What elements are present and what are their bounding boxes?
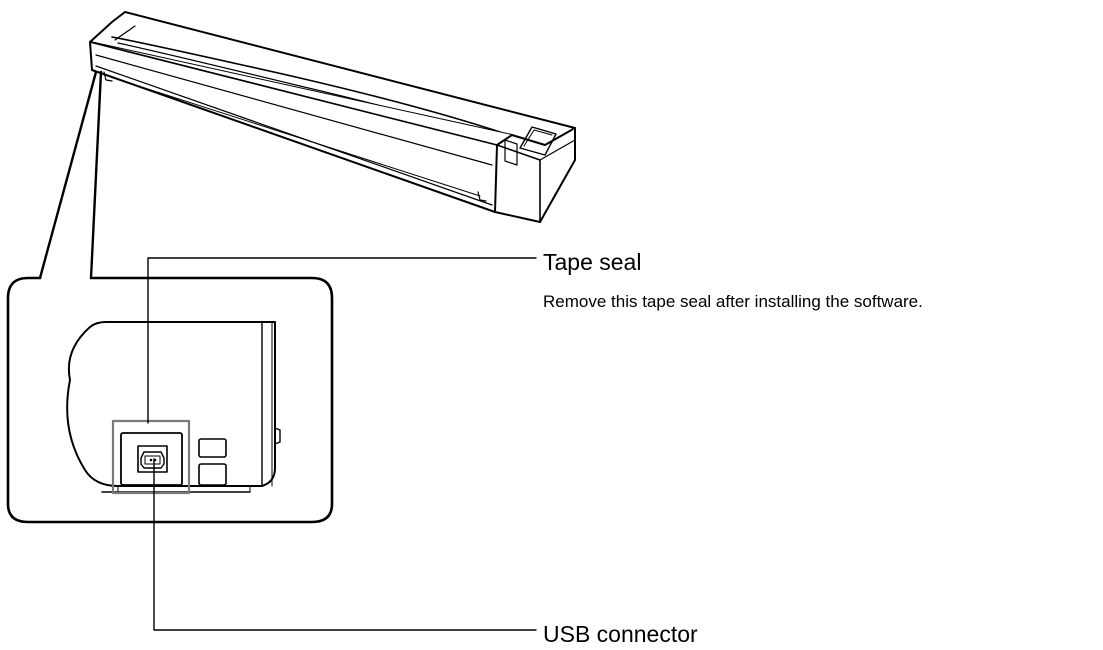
usb-connector-callout-line xyxy=(153,458,537,631)
usb-connector-label: USB connector xyxy=(543,621,698,647)
tape-seal-description: Remove this tape seal after installing t… xyxy=(543,292,923,311)
tape-seal-callout-line xyxy=(147,257,537,424)
port-lower xyxy=(198,463,227,486)
usb-port-graphic xyxy=(120,432,183,486)
tape-seal-label: Tape seal xyxy=(543,249,642,275)
port-upper xyxy=(198,438,227,458)
zoom-leader-lines xyxy=(38,70,103,280)
scanner-end-view xyxy=(66,321,281,495)
scanner-body xyxy=(89,11,576,223)
tape-seal-graphic xyxy=(111,419,191,495)
